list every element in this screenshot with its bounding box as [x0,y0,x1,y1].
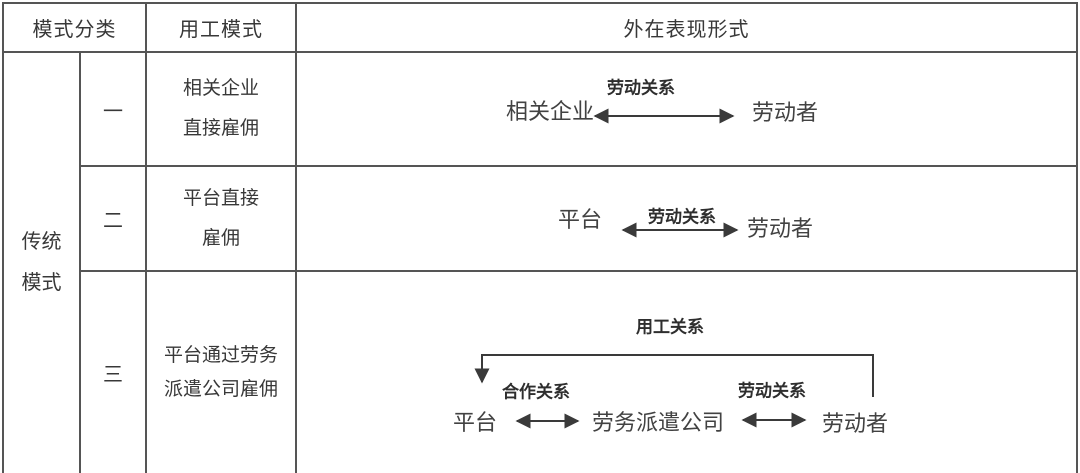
header-external-form: 外在表现形式 [297,4,1078,53]
row2-left-node: 平台 [557,207,603,232]
row1-diagram: 相关企业 劳动关系 劳动者 [297,53,1076,165]
row1-diagram-arrows [593,108,735,124]
row3-middle-node: 劳务派遣公司 [591,410,725,435]
row3-left-arrow-label: 合作关系 [502,382,570,402]
row3-top-label: 用工关系 [636,317,704,337]
header-mode-classification-label: 模式分类 [32,19,117,41]
row1-left-node: 相关企业 [505,99,595,124]
row2-mode-line1: 平台直接 [182,187,259,209]
row3-left-node: 平台 [452,410,498,435]
row1-arrow-label: 劳动关系 [607,78,675,98]
row3-mode-cell: 平台通过劳务 派遣公司雇佣 [147,272,297,473]
row2-arrow-label: 劳动关系 [648,207,716,227]
header-mode-classification: 模式分类 [4,4,147,53]
row2-mode-label: 平台直接 雇佣 [183,179,259,259]
row1-mode-line1: 相关企业 [182,78,259,99]
row3-right-node: 劳动者 [821,411,889,436]
group-label-line1: 传统 [21,231,62,253]
row3-right-arrow-label: 劳动关系 [738,381,806,401]
employment-relation-bracket [474,354,874,397]
row1-index: 一 [103,100,123,123]
group-traditional-mode: 传统 模式 [4,53,81,473]
group-traditional-mode-label: 传统 模式 [22,222,62,304]
row1-index-cell: 一 [81,53,147,167]
row2-diagram-cell: 平台 劳动关系 劳动者 [297,167,1078,272]
row2-right-node: 劳动者 [746,216,814,241]
row3-index: 三 [103,364,123,386]
row3-diagram: 用工关系 平台 合作关系 劳务派遣公司 劳动关系 劳动者 [297,272,1076,473]
row2-index: 二 [103,210,123,232]
header-external-form-label: 外在表现形式 [623,19,750,41]
row3-mode-line1: 平台通过劳务 [163,344,278,366]
row1-right-node: 劳动者 [751,100,819,125]
group-label-line2: 模式 [21,272,62,294]
row3-mode-line2: 派遣公司雇佣 [163,378,278,400]
row3-index-cell: 三 [81,272,147,473]
row2-diagram: 平台 劳动关系 劳动者 [297,167,1076,270]
row1-diagram-cell: 相关企业 劳动关系 劳动者 [297,53,1078,167]
row1-mode-label: 相关企业 直接雇佣 [183,69,259,149]
row3-diagram-cell: 用工关系 平台 合作关系 劳务派遣公司 劳动关系 劳动者 [297,272,1078,473]
row3-mode-label: 平台通过劳务 派遣公司雇佣 [164,339,278,407]
row1-mode-cell: 相关企业 直接雇佣 [147,53,297,167]
row2-mode-line2: 雇佣 [201,227,240,249]
row2-diagram-arrows [621,222,739,238]
header-employment-mode: 用工模式 [147,4,297,53]
row3-diagram-arrows [474,354,874,429]
row2-index-cell: 二 [81,167,147,272]
row1-mode-line2: 直接雇佣 [182,118,259,139]
header-employment-mode-label: 用工模式 [179,19,263,41]
row2-mode-cell: 平台直接 雇佣 [147,167,297,272]
